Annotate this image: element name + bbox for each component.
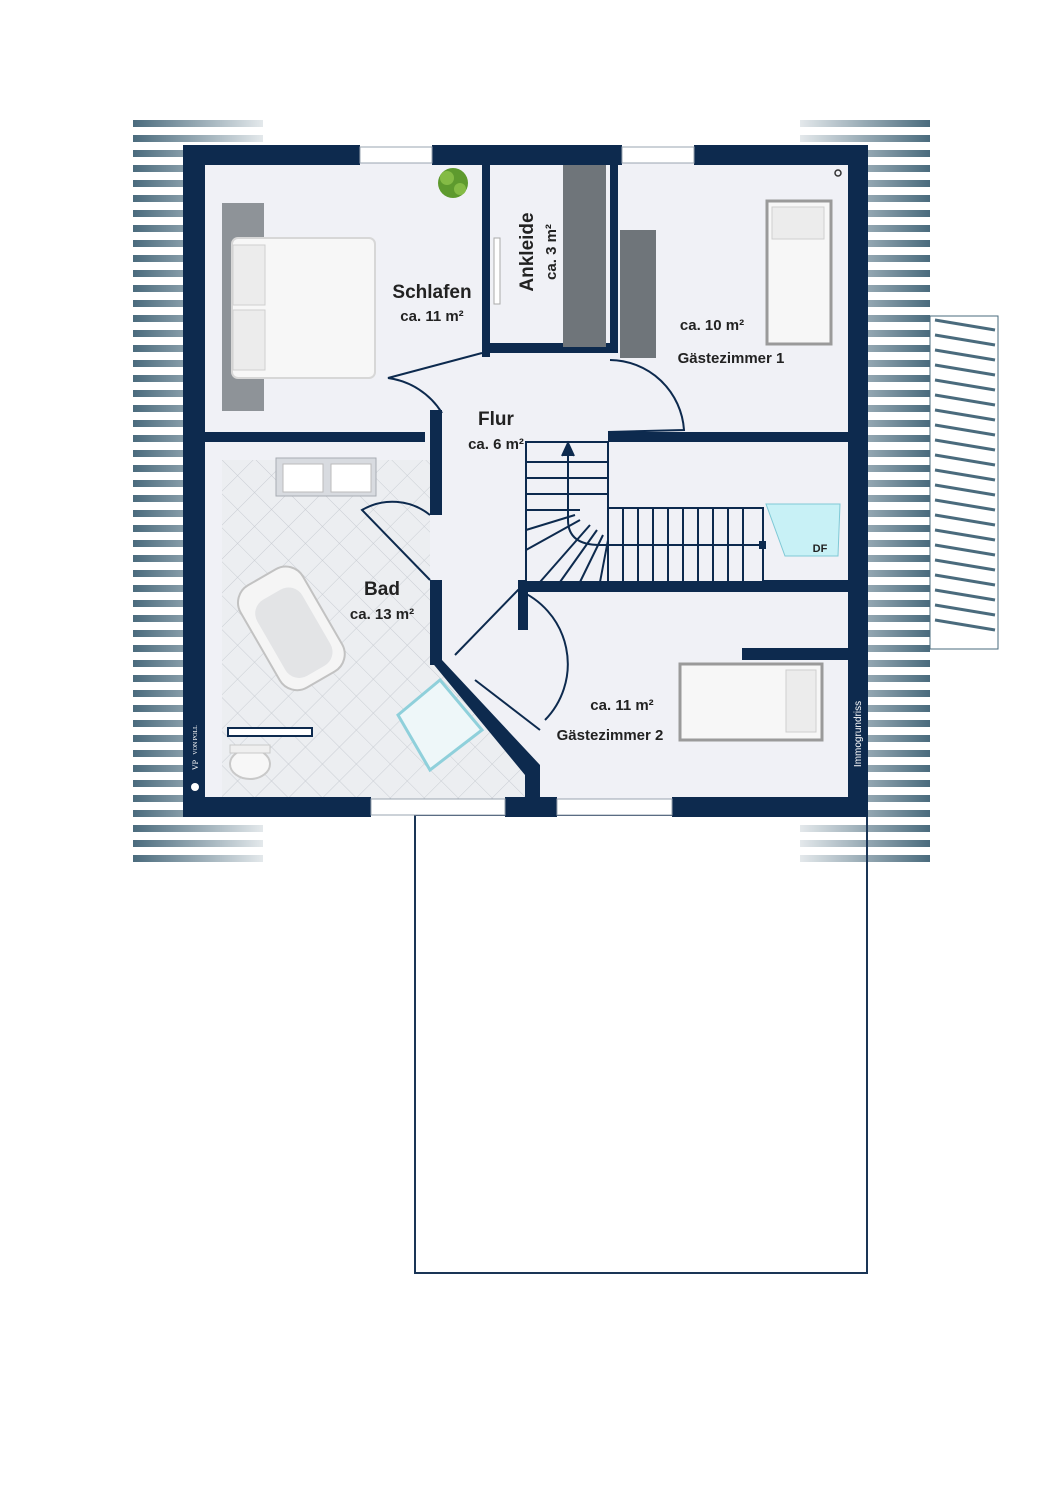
watermark: Immogrundriss — [850, 696, 864, 772]
room-area-ankleide: ca. 3 m² — [543, 224, 560, 280]
room-name-ankleide: Ankleide — [517, 212, 538, 291]
logo-text: VON POLL — [193, 725, 199, 755]
shower — [396, 677, 485, 773]
roof-window: DF — [765, 503, 841, 557]
dormer-roof — [929, 315, 999, 650]
staircase[interactable] — [525, 440, 766, 583]
partition-wall — [227, 727, 313, 737]
room-name-bad: Bad — [364, 579, 400, 600]
plant-icon — [438, 168, 468, 198]
room-area-gaestezimmer1: ca. 10 m² — [680, 317, 744, 334]
desk — [620, 230, 656, 358]
room-name-flur: Flur — [478, 409, 514, 430]
roof-window-label: DF — [813, 543, 828, 555]
single-bed-1 — [765, 199, 833, 346]
door-swings — [360, 352, 686, 731]
ceiling-fixture-icon — [834, 169, 842, 177]
bathtub — [237, 565, 346, 692]
single-bed-2 — [678, 662, 824, 742]
double-sink — [275, 457, 377, 497]
toilet — [229, 744, 271, 780]
room-area-bad: ca. 13 m² — [350, 606, 414, 623]
windows — [359, 146, 695, 816]
room-labels: Schlafen ca. 11 m² Ankleide ca. 3 m² ca.… — [350, 212, 784, 744]
stair-corner-post — [525, 779, 540, 797]
walls — [183, 145, 868, 817]
balcony-outline — [414, 814, 868, 1274]
double-bed — [222, 203, 376, 411]
wardrobe — [493, 165, 606, 347]
logo: VON POLL VP — [186, 712, 202, 791]
room-name-schlafen: Schlafen — [392, 282, 471, 303]
room-area-schlafen: ca. 11 m² — [400, 308, 463, 325]
room-area-flur: ca. 6 m² — [468, 436, 524, 453]
room-name-gaestezimmer1: Gästezimmer 1 — [678, 350, 785, 367]
room-area-gaestezimmer2: ca. 11 m² — [590, 697, 653, 714]
room-name-gaestezimmer2: Gästezimmer 2 — [557, 727, 664, 744]
watermark-text: Immogrundriss — [853, 701, 864, 767]
logo-mark: VP — [191, 759, 200, 770]
